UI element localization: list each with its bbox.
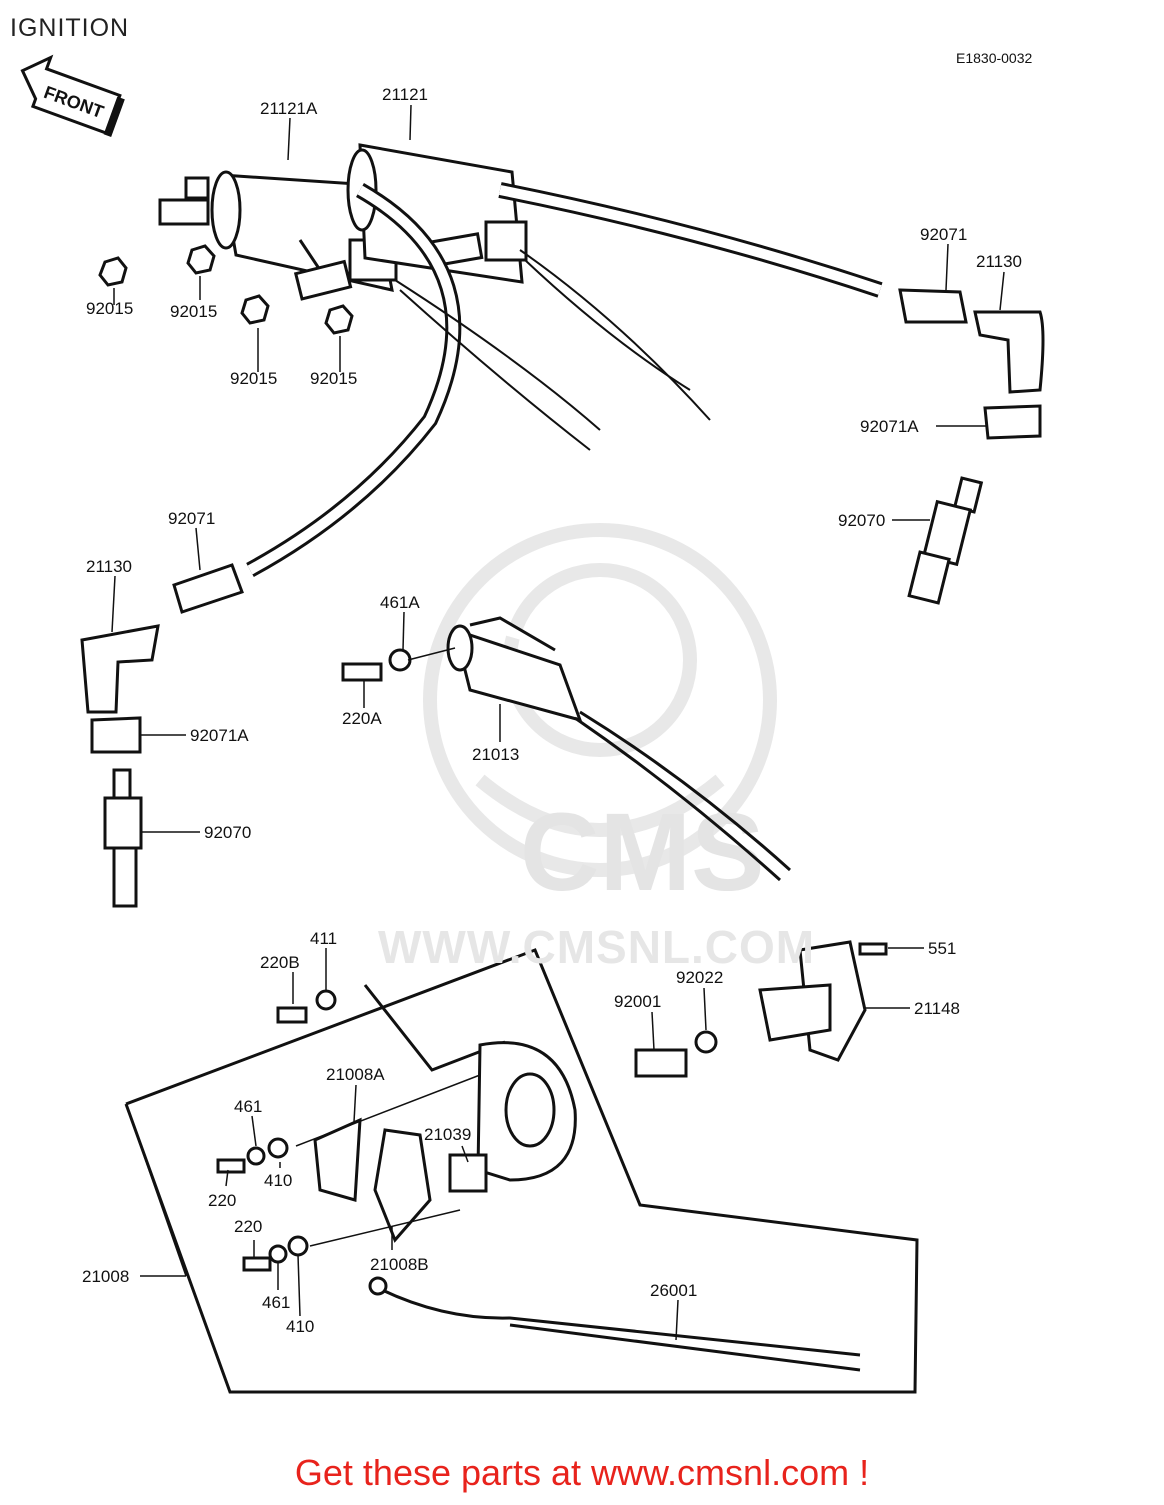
callout-21039: 21039 xyxy=(424,1125,471,1144)
callout-21130-left: 21130 xyxy=(86,557,132,576)
callout-21008: 21008 xyxy=(82,1267,129,1286)
callout-92071-left: 92071 xyxy=(168,509,215,528)
callout-21121: 21121 xyxy=(382,85,428,104)
callout-92015-d: 92015 xyxy=(310,369,357,388)
callout-labels: 21121A 21121 92015 92015 92015 92015 920… xyxy=(82,85,1022,1336)
spark-plug-cap-right xyxy=(898,288,1045,440)
callout-92015-c: 92015 xyxy=(230,369,277,388)
callout-220-bottom: 220 xyxy=(234,1217,262,1236)
diagram-code: E1830-0032 xyxy=(956,50,1033,66)
nut-icons xyxy=(98,244,354,335)
spark-plug-left xyxy=(103,768,143,908)
callout-410-bottom: 410 xyxy=(286,1317,314,1336)
watermark-brand: CMS xyxy=(520,791,764,914)
advancer-unit xyxy=(634,940,888,1078)
callout-21130-right: 21130 xyxy=(976,252,1022,271)
callout-92070-left: 92070 xyxy=(204,823,251,842)
spark-plug-right xyxy=(907,476,984,605)
callout-21148: 21148 xyxy=(914,999,960,1018)
callout-92071a-left: 92071A xyxy=(190,726,249,745)
callout-21121a: 21121A xyxy=(260,99,318,118)
callout-410-top: 410 xyxy=(264,1171,292,1190)
contact-points xyxy=(313,1117,432,1243)
callout-21008a: 21008A xyxy=(326,1065,385,1084)
front-arrow-icon: FRONT xyxy=(20,54,125,137)
screws-washers xyxy=(216,989,337,1272)
callout-461a: 461A xyxy=(380,593,420,612)
callout-551: 551 xyxy=(928,939,956,958)
callout-92071a-right: 92071A xyxy=(860,417,919,436)
callout-220a: 220A xyxy=(342,709,382,728)
callout-92070-right: 92070 xyxy=(838,511,885,530)
callout-220-top: 220 xyxy=(208,1191,236,1210)
coil-primary-wires xyxy=(394,249,711,451)
callout-26001: 26001 xyxy=(650,1281,697,1300)
callout-461-top: 461 xyxy=(234,1097,262,1116)
footer-cta[interactable]: Get these parts at www.cmsnl.com ! xyxy=(294,1452,870,1493)
callout-92071-right: 92071 xyxy=(920,225,967,244)
callout-leaders xyxy=(111,104,1005,1341)
callout-220b: 220B xyxy=(260,953,300,972)
callout-21013: 21013 xyxy=(472,745,519,764)
condenser xyxy=(341,616,792,882)
spark-plug-cap-left xyxy=(80,563,244,754)
callout-92015-b: 92015 xyxy=(170,302,217,321)
page-title: IGNITION xyxy=(10,14,130,42)
callout-92022: 92022 xyxy=(676,968,723,987)
callout-21008b: 21008B xyxy=(370,1255,429,1274)
callout-92015-a: 92015 xyxy=(86,299,133,318)
breaker-assembly-outline xyxy=(124,948,919,1394)
breaker-plate xyxy=(448,1041,577,1193)
callout-461-bottom: 461 xyxy=(262,1293,290,1312)
wiring-harness xyxy=(368,1276,861,1372)
watermark-url: WWW.CMSNL.COM xyxy=(378,921,816,973)
callout-411: 411 xyxy=(310,929,337,948)
callout-92001: 92001 xyxy=(614,992,661,1011)
